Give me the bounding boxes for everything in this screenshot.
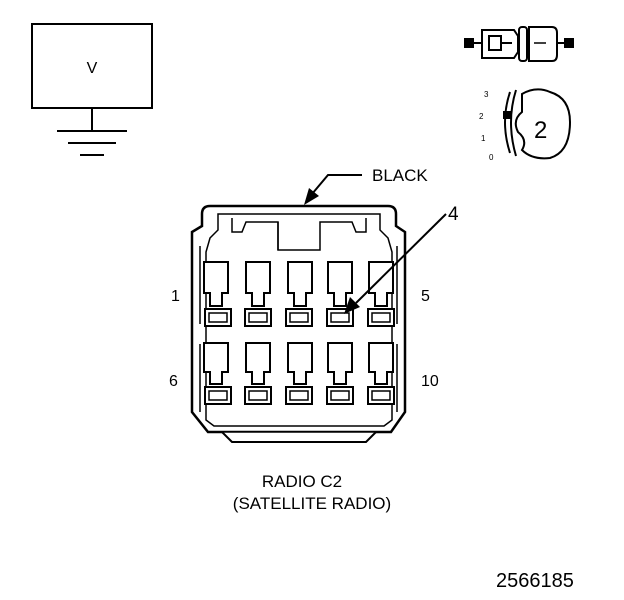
pin-label-5: 5: [421, 288, 430, 305]
switch-selected-value: 2: [534, 117, 547, 144]
pin-cavity-8: [285, 342, 313, 405]
pin-cavity-7: [244, 342, 272, 405]
connector-pair-icon: [464, 26, 574, 62]
color-callout: BLACK: [304, 166, 428, 205]
pin-label-1: 1: [171, 288, 180, 305]
pin-cavity-9: [326, 342, 354, 405]
voltmeter-label: V: [87, 60, 98, 77]
connector-color-label: BLACK: [372, 166, 428, 185]
ground-icon: [57, 108, 127, 156]
switch-position-0: 0: [489, 153, 494, 162]
pin-label-10: 10: [421, 373, 439, 390]
switch-position-1: 1: [481, 134, 486, 143]
switch-position-3: 3: [484, 90, 489, 99]
pin-cavity-1: [203, 261, 232, 327]
pin-cavity-6: [203, 342, 232, 405]
pin-cavity-10: [367, 342, 395, 405]
pin-cavity-5: [367, 261, 395, 327]
connector-body: [190, 204, 407, 443]
connector-description: (SATELLITE RADIO): [233, 494, 391, 513]
pin-cavity-3: [285, 261, 313, 327]
connector-name: RADIO C2: [262, 472, 342, 491]
pin-callout-label: 4: [448, 204, 459, 225]
voltmeter-symbol: V: [31, 23, 153, 156]
pin-label-6: 6: [169, 373, 178, 390]
pin-cavity-4: [326, 261, 354, 327]
figure-id: 2566185: [496, 570, 574, 592]
switch-position-2: 2: [479, 112, 484, 121]
rotary-switch-icon: 3 2 1 0 2: [479, 88, 572, 162]
pin-cavity-2: [244, 261, 272, 327]
pin-4-callout: 4: [344, 204, 459, 314]
